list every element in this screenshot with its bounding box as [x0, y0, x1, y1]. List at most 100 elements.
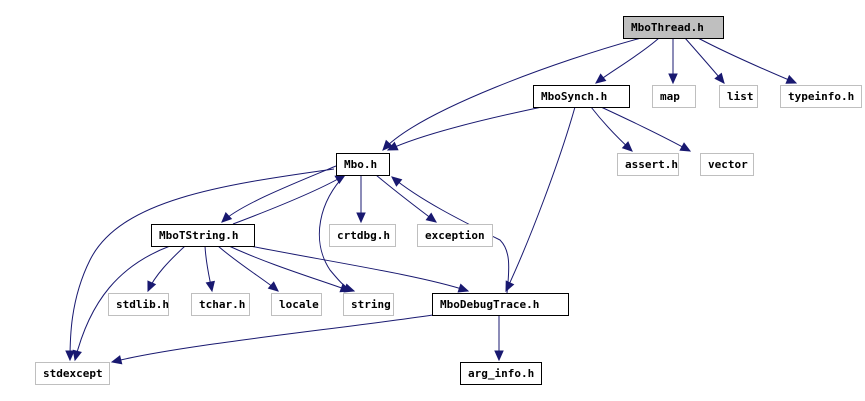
node-stdexcept: stdexcept [35, 362, 110, 385]
node-box [108, 293, 169, 316]
edge-line [375, 174, 437, 223]
arrowhead-icon [386, 141, 399, 151]
node-box [35, 362, 110, 385]
node-label: tchar.h [199, 298, 245, 311]
arrowhead-icon [457, 283, 470, 293]
node-label: map [660, 90, 680, 103]
node-label: typeinfo.h [788, 90, 854, 103]
node-label: assert.h [625, 158, 678, 171]
node-mbo[interactable]: Mbo.h [336, 153, 390, 176]
edge-MboTString-to-stdlib [147, 245, 186, 293]
edge-line [69, 168, 335, 361]
edge-line [249, 245, 469, 292]
node-mbothread[interactable]: MboThread.h [623, 16, 724, 39]
node-arg_info[interactable]: arg_info.h [460, 362, 542, 385]
node-mbotstring[interactable]: MboTString.h [151, 224, 255, 247]
arrowhead-icon [494, 350, 504, 362]
node-box[interactable] [151, 224, 255, 247]
edge-MboThread-to-list [684, 37, 725, 84]
arrowhead-icon [334, 174, 347, 184]
edge-MboTString-to-locale [217, 245, 279, 292]
node-list: list [719, 85, 758, 108]
node-box[interactable] [432, 293, 569, 316]
arrowhead-icon [356, 212, 366, 224]
edge-MboSynch-to-MboDebugTrace [505, 106, 576, 293]
edge-Mbo-to-crtdbg [356, 175, 366, 224]
arrowhead-icon [621, 141, 633, 152]
arrowhead-icon [714, 72, 725, 84]
node-box[interactable] [336, 153, 390, 176]
node-label: locale [279, 298, 319, 311]
arrowhead-icon [391, 176, 403, 187]
node-box [329, 224, 396, 247]
node-label[interactable]: MboTString.h [159, 229, 238, 242]
arrowhead-icon [785, 74, 798, 84]
node-label[interactable]: Mbo.h [344, 158, 377, 171]
edge-MboSynch-to-Mbo [386, 106, 543, 151]
edges-layer [65, 37, 798, 365]
node-mbodebugtrace[interactable]: MboDebugTrace.h [432, 293, 569, 316]
node-stdlib: stdlib.h [108, 293, 169, 316]
arrowhead-icon [595, 73, 607, 84]
node-box [719, 85, 758, 108]
node-label[interactable]: MboDebugTrace.h [440, 298, 539, 311]
edge-line [221, 165, 337, 223]
node-box[interactable] [460, 362, 542, 385]
node-mbosynch[interactable]: MboSynch.h [533, 85, 630, 108]
node-box [271, 293, 322, 316]
edge-line [387, 106, 543, 151]
node-box[interactable] [533, 85, 630, 108]
edge-MboDebugTrace-to-stdexcept [110, 314, 434, 365]
node-tchar: tchar.h [191, 293, 250, 316]
edge-line [697, 37, 797, 84]
edge-MboSynch-to-vector [600, 106, 692, 152]
node-box [617, 153, 679, 176]
edge-line [600, 106, 691, 152]
node-locale: locale [271, 293, 322, 316]
node-label[interactable]: arg_info.h [468, 367, 534, 380]
node-label: list [727, 90, 754, 103]
edge-MboTString-to-string [228, 245, 352, 293]
edge-Mbo-to-exception [375, 174, 437, 223]
node-box[interactable] [623, 16, 724, 39]
edge-Mbo-to-stdexcept [65, 168, 335, 362]
node-label: crtdbg.h [337, 229, 390, 242]
node-string: string [343, 293, 394, 316]
edge-MboThread-to-Mbo [382, 37, 642, 151]
arrowhead-icon [205, 280, 215, 293]
edge-MboDebugTrace-to-arg_info [494, 315, 504, 362]
edge-MboTString-to-MboDebugTrace [249, 245, 470, 293]
edge-MboTString-to-stdexcept [72, 245, 171, 362]
edge-MboThread-to-map [668, 38, 678, 85]
node-box [191, 293, 250, 316]
edge-MboTString-to-tchar [204, 245, 215, 293]
edge-line [111, 314, 434, 363]
node-label[interactable]: MboSynch.h [541, 90, 607, 103]
edge-line [217, 245, 279, 292]
arrowhead-icon [425, 212, 437, 223]
arrowhead-icon [339, 283, 352, 293]
arrowhead-icon [221, 212, 233, 223]
edge-MboThread-to-typeinfo [697, 37, 798, 84]
node-label: stdexcept [43, 367, 103, 380]
edge-MboThread-to-MboSynch [595, 37, 660, 84]
arrowhead-icon [267, 281, 279, 292]
edge-line [228, 245, 351, 292]
node-box [652, 85, 696, 108]
edge-line [74, 245, 171, 361]
node-typeinfo: typeinfo.h [780, 85, 862, 108]
edge-line [595, 37, 660, 84]
edge-line [382, 37, 642, 151]
arrowhead-icon [382, 139, 393, 151]
node-label: exception [425, 229, 485, 242]
edge-line [505, 106, 576, 292]
node-box [343, 293, 394, 316]
edge-MboSynch-to-assert [590, 106, 633, 152]
node-label[interactable]: MboThread.h [631, 21, 704, 34]
node-box [700, 153, 754, 176]
node-vector: vector [700, 153, 754, 176]
arrowhead-icon [110, 355, 123, 365]
node-map: map [652, 85, 696, 108]
